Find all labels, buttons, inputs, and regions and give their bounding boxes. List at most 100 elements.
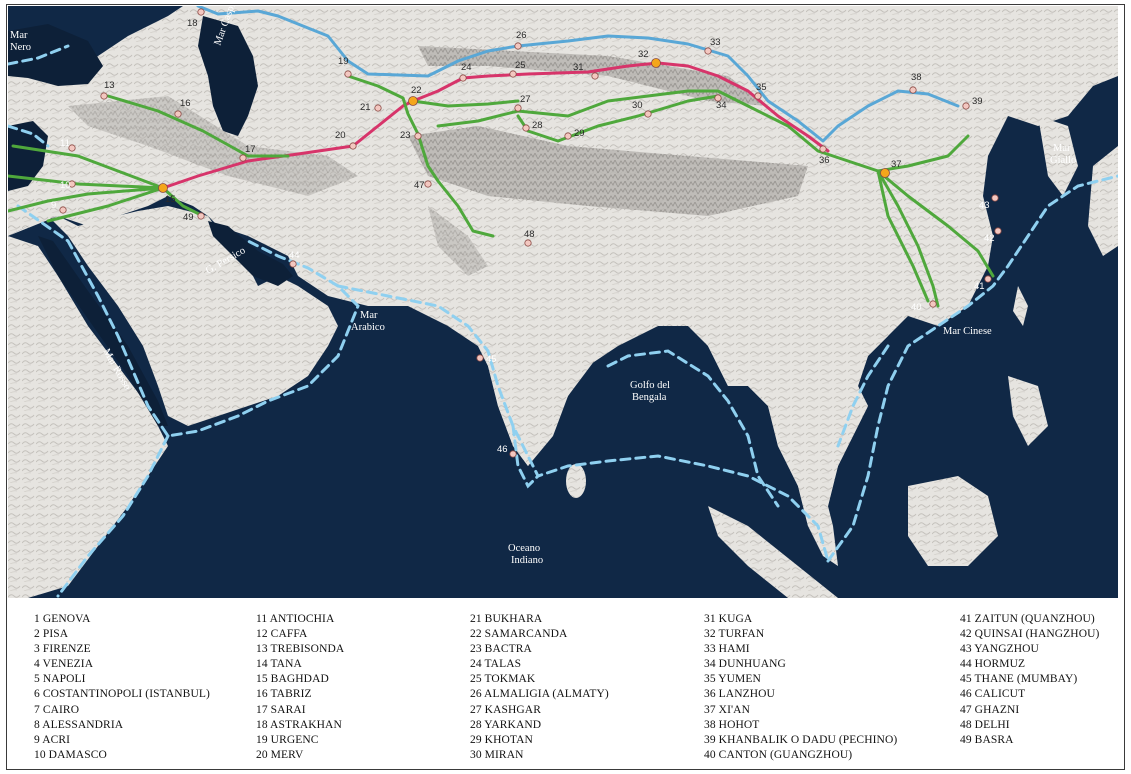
legend-item: 28 YARKAND [470, 718, 542, 731]
city-marker-25 [509, 70, 517, 78]
city-marker-label-15: 15 [165, 194, 176, 205]
route-trebisonda [106, 94, 290, 158]
legend-item: 22 SAMARCANDA [470, 628, 568, 641]
city-marker-36 [819, 145, 827, 153]
legend-item: 12 CAFFA [256, 628, 308, 641]
legend-item: 10 DAMASCO [34, 748, 107, 761]
legend-item: 49 BASRA [960, 733, 1014, 746]
city-marker-39 [962, 102, 970, 110]
legend-item: 32 TURFAN [704, 628, 765, 641]
legend-item: 44 HORMUZ [960, 658, 1026, 671]
sea-route-bengal [606, 349, 780, 508]
city-marker-label-45: 45 [486, 354, 497, 365]
route-china-south [876, 169, 995, 308]
sea-route-indochina [836, 344, 890, 448]
city-marker-label-46: 46 [497, 444, 508, 455]
city-marker-37 [880, 168, 890, 178]
city-marker-24 [459, 74, 467, 82]
route-khotan [516, 94, 720, 143]
legend-item: 40 CANTON (GUANGZHOU) [704, 748, 853, 761]
city-marker-label-26: 26 [516, 30, 527, 41]
city-marker-10 [68, 180, 76, 188]
city-marker-48 [524, 239, 532, 247]
city-marker-label-23: 23 [400, 130, 411, 141]
city-marker-21 [374, 104, 382, 112]
label-mar-cinese: Mar Cinese [943, 326, 992, 337]
legend-item: 21 BUKHARA [470, 613, 543, 625]
legend-item: 39 KHANBALIK O DADU (PECHINO) [704, 733, 898, 746]
route-levant [8, 144, 165, 223]
city-marker-label-22: 22 [411, 85, 422, 96]
sea-route-africa [56, 434, 170, 598]
legend-item: 15 BAGHDAD [256, 673, 329, 686]
legend-item: 42 QUINSAI (HANGZHOU) [960, 628, 1100, 641]
legend-item: 11 ANTIOCHIA [256, 613, 335, 625]
city-marker-label-37: 37 [891, 159, 902, 170]
city-marker-34 [714, 94, 722, 102]
city-marker-38 [909, 86, 917, 94]
legend-item: 8 ALESSANDRIA [34, 718, 124, 731]
city-marker-9 [59, 206, 67, 214]
city-marker-label-48: 48 [524, 229, 535, 240]
city-marker-label-28: 28 [532, 120, 543, 131]
city-marker-45 [476, 354, 484, 362]
city-marker-16 [174, 110, 182, 118]
city-marker-11 [68, 144, 76, 152]
city-marker-label-33: 33 [710, 37, 721, 48]
legend-item: 31 KUGA [704, 613, 753, 625]
city-marker-label-32: 32 [638, 49, 649, 60]
legend-item: 4 VENEZIA [34, 658, 94, 671]
city-marker-label-42: 42 [984, 233, 995, 244]
city-marker-label-11: 11 [60, 138, 70, 149]
land-masses [8, 6, 1118, 598]
city-marker-label-38: 38 [911, 72, 922, 83]
sea-routes [8, 44, 1118, 598]
sea-route-india-tip [511, 424, 540, 489]
city-marker-label-25: 25 [515, 60, 526, 71]
sea-route-mediterranean [8, 124, 50, 148]
legend-item: 30 MIRAN [470, 748, 524, 761]
land-routes [8, 6, 995, 308]
route-ghazni-delhi [346, 74, 495, 238]
legend-item: 20 MERV [256, 748, 304, 761]
city-marker-13 [100, 92, 108, 100]
legend-column-5: 41 ZAITUN (QUANZHOU) 42 QUINSAI (HANGZHOU… [960, 612, 1099, 748]
city-marker-label-44: 44 [289, 250, 300, 261]
legend-item: 36 LANZHOU [704, 688, 775, 701]
sea-route-black-sea [8, 44, 70, 66]
city-marker-label-27: 27 [520, 94, 531, 105]
legend-item: 41 ZAITUN (QUANZHOU) [960, 613, 1095, 625]
city-marker-29 [564, 132, 572, 140]
city-marker-label-43: 43 [979, 200, 990, 211]
legend-item: 34 DUNHUANG [704, 658, 786, 671]
city-marker-46 [509, 450, 517, 458]
sea-route-red-sea [16, 204, 360, 438]
route-basra [161, 186, 205, 218]
sea-route-china-sea [826, 174, 1118, 563]
city-marker-40 [929, 300, 937, 308]
legend-item: 19 URGENC [256, 733, 319, 746]
city-marker-label-29: 29 [574, 128, 585, 139]
city-marker-label-39: 39 [972, 96, 983, 107]
city-marker-18 [197, 8, 205, 16]
legend-item: 1 GENOVA [34, 613, 91, 625]
city-marker-label-35: 35 [756, 82, 767, 93]
legend-item: 17 SARAI [256, 703, 306, 716]
city-marker-label-31: 31 [573, 62, 584, 73]
city-marker-43 [991, 194, 999, 202]
city-marker-17 [239, 154, 247, 162]
city-marker-label-40: 40 [911, 302, 922, 313]
city-marker-label-30: 30 [632, 100, 643, 111]
legend-item: 27 KASHGAR [470, 703, 541, 716]
city-marker-32 [651, 58, 661, 68]
legend-item: 47 GHAZNI [960, 703, 1020, 716]
